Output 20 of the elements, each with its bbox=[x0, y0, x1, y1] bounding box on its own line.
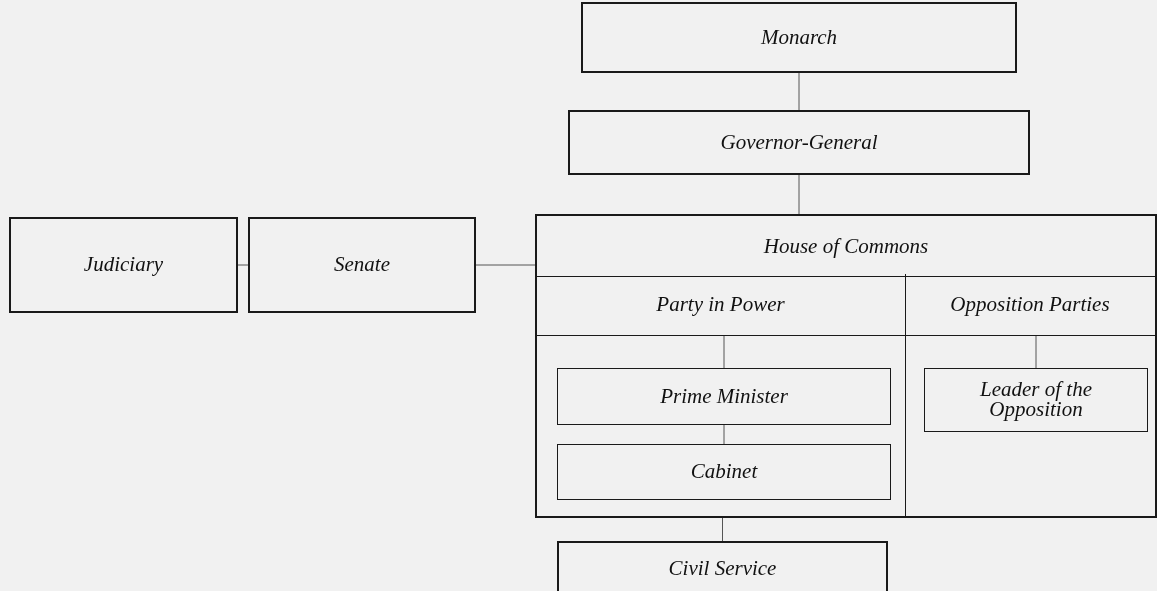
process-box: Judiciary bbox=[9, 217, 238, 313]
connector-line bbox=[723, 334, 725, 369]
connector-line bbox=[723, 424, 725, 445]
section-heading: Opposition Parties bbox=[905, 274, 1155, 336]
process-box: Senate bbox=[248, 217, 476, 313]
process-box: Governor-General bbox=[568, 110, 1030, 175]
connector-line bbox=[1035, 334, 1037, 369]
connector-line bbox=[798, 174, 800, 215]
process-box: Prime Minister bbox=[557, 368, 891, 425]
process-box: Cabinet bbox=[557, 444, 891, 500]
process-box: Civil Service bbox=[557, 541, 888, 591]
section-heading: Party in Power bbox=[535, 274, 906, 336]
section-heading: House of Commons bbox=[537, 216, 1155, 277]
connector-line bbox=[237, 264, 249, 266]
process-box: Leader of the Opposition bbox=[924, 368, 1148, 432]
group-box bbox=[535, 214, 1157, 518]
connector-line bbox=[722, 517, 723, 542]
process-box: Monarch bbox=[581, 2, 1017, 73]
connector-line bbox=[475, 264, 536, 266]
connector-line bbox=[798, 72, 800, 111]
